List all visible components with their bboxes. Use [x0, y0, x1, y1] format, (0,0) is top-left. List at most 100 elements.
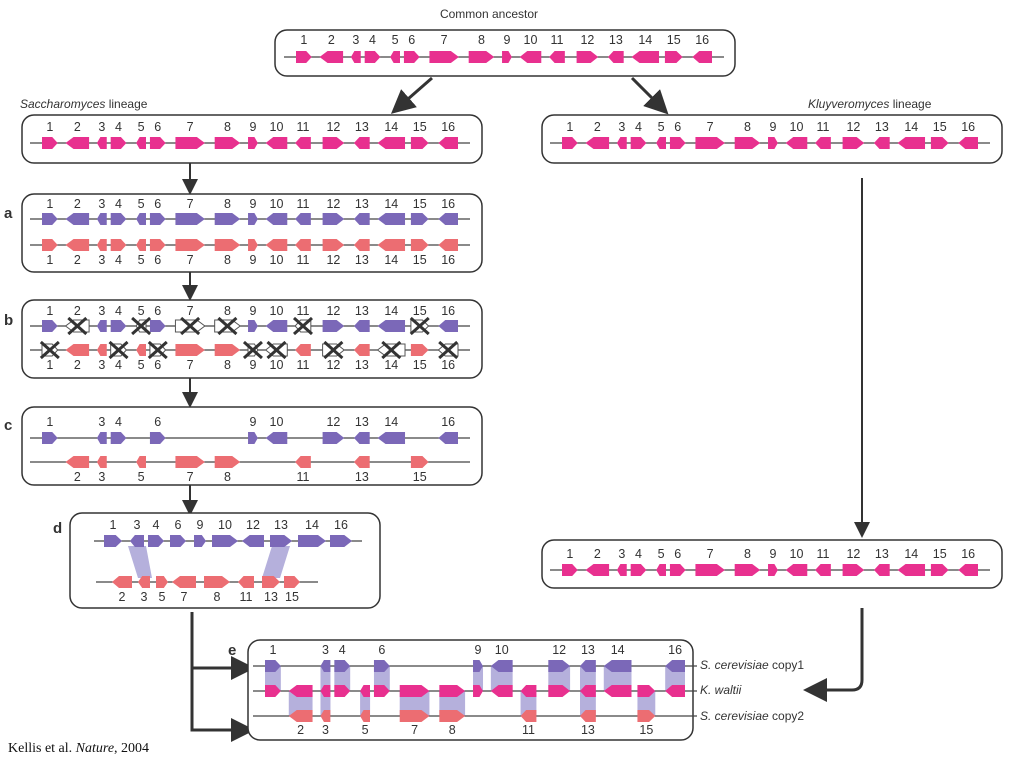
- gene-9: [473, 685, 483, 697]
- gene-2: [65, 239, 90, 251]
- loss-mark-copy1-11: [292, 316, 313, 336]
- gene-10: [265, 137, 288, 149]
- gene-number-12: 12: [552, 643, 566, 657]
- gene-5: [136, 213, 146, 225]
- gene-number-3: 3: [98, 197, 105, 211]
- gene-4: [110, 213, 127, 225]
- d-number-2: 2: [119, 590, 126, 604]
- gene-number-9: 9: [474, 643, 481, 657]
- gene-15: [410, 456, 429, 468]
- gene-number-16: 16: [961, 547, 975, 561]
- gene-9: [248, 213, 258, 225]
- gene-number-7: 7: [187, 197, 194, 211]
- gene-10: [785, 564, 808, 576]
- gene-1: [265, 685, 281, 697]
- arrow-d-to-e-lower: [190, 612, 255, 742]
- gene-10: [519, 51, 542, 63]
- link-copy1-12: [548, 666, 571, 691]
- gene-number-3: 3: [98, 415, 105, 429]
- gene-5: [136, 239, 146, 251]
- gene-number-5: 5: [362, 723, 369, 737]
- gene-number-1: 1: [46, 358, 53, 372]
- loss-mark-copy2-16: [438, 340, 459, 360]
- step-c-label: c: [4, 417, 12, 434]
- gene-number-2: 2: [594, 547, 601, 561]
- gene-8: [214, 344, 241, 356]
- gene-number-5: 5: [138, 120, 145, 134]
- d-number-14: 14: [305, 518, 319, 532]
- gene-number-2: 2: [297, 723, 304, 737]
- gene-number-10: 10: [495, 643, 509, 657]
- gene-number-2: 2: [74, 358, 81, 372]
- gene-number-10: 10: [270, 253, 284, 267]
- link-copy1-13: [580, 666, 596, 691]
- gene-number-2: 2: [74, 304, 81, 318]
- gene-8: [214, 456, 241, 468]
- gene-6: [669, 137, 686, 149]
- gene-number-11: 11: [296, 304, 309, 318]
- gene-5: [136, 344, 146, 356]
- loss-mark-copy2-4: [108, 340, 129, 360]
- gene-number-12: 12: [326, 197, 340, 211]
- gene-number-9: 9: [249, 197, 256, 211]
- gene-3: [350, 51, 361, 63]
- gene-number-15: 15: [933, 120, 947, 134]
- d-gene-13: [270, 535, 292, 547]
- gene-number-7: 7: [707, 547, 714, 561]
- gene-3: [320, 710, 331, 722]
- gene-number-13: 13: [609, 33, 623, 47]
- gene-number-8: 8: [744, 120, 751, 134]
- gene-number-8: 8: [449, 723, 456, 737]
- gene-6: [149, 320, 166, 332]
- d-gene-10: [212, 535, 238, 547]
- d-gene-6: [170, 535, 186, 547]
- d-number-13: 13: [264, 590, 278, 604]
- gene-3: [96, 213, 107, 225]
- gene-number-4: 4: [115, 304, 122, 318]
- gene-number-13: 13: [581, 723, 595, 737]
- ortholog-link-3: [128, 546, 152, 578]
- d-number-15: 15: [285, 590, 299, 604]
- gene-8: [214, 137, 241, 149]
- gene-13: [580, 660, 596, 672]
- arrow-kw-to-e: [803, 608, 864, 702]
- d-gene-3: [130, 535, 144, 547]
- gene-5: [360, 685, 370, 697]
- gene-number-13: 13: [355, 470, 369, 484]
- gene-3: [96, 320, 107, 332]
- gene-7: [175, 137, 205, 149]
- gene-number-16: 16: [961, 120, 975, 134]
- gene-13: [354, 137, 370, 149]
- gene-9: [248, 432, 258, 444]
- kluyveromyces-lineage-label: Kluyveromyces lineage: [808, 97, 932, 111]
- gene-number-14: 14: [384, 304, 398, 318]
- gene-number-8: 8: [224, 304, 231, 318]
- gene-2: [65, 137, 90, 149]
- gene-6: [149, 213, 166, 225]
- loss-mark-copy2-1: [39, 340, 60, 360]
- gene-number-10: 10: [270, 120, 284, 134]
- gene-7: [695, 564, 725, 576]
- d-gene-11: [238, 576, 254, 588]
- d-gene-15: [284, 576, 300, 588]
- gene-14: [377, 137, 406, 149]
- gene-6: [403, 51, 420, 63]
- gene-number-13: 13: [355, 304, 369, 318]
- gene-number-1: 1: [46, 120, 53, 134]
- gene-2: [65, 456, 90, 468]
- loss-mark-copy2-10: [266, 340, 287, 360]
- d-number-6: 6: [175, 518, 182, 532]
- gene-16: [438, 213, 458, 225]
- gene-number-15: 15: [413, 358, 427, 372]
- gene-number-14: 14: [904, 547, 918, 561]
- gene-15: [410, 344, 429, 356]
- gene-number-14: 14: [611, 643, 625, 657]
- gene-number-13: 13: [355, 120, 369, 134]
- gene-9: [473, 660, 483, 672]
- gene-13: [354, 344, 370, 356]
- gene-10: [265, 239, 288, 251]
- gene-5: [656, 564, 666, 576]
- gene-number-14: 14: [384, 415, 398, 429]
- gene-11: [520, 710, 537, 722]
